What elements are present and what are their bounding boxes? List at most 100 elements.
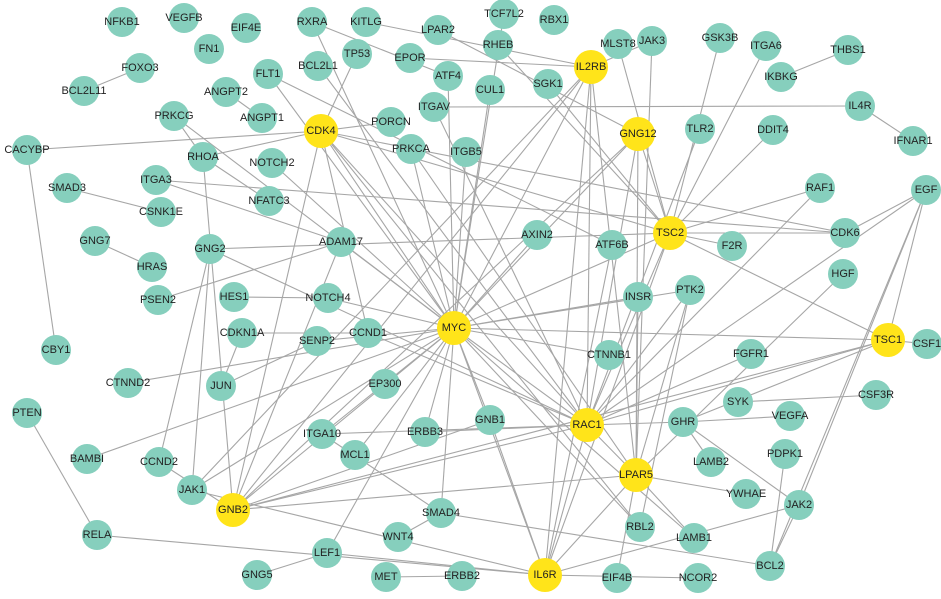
node-rxra[interactable]: RXRA: [297, 7, 328, 37]
node-atf4[interactable]: ATF4: [433, 61, 463, 91]
node-flt1[interactable]: FLT1: [253, 59, 283, 89]
node-insr[interactable]: INSR: [623, 282, 653, 312]
node-ep300[interactable]: EP300: [368, 369, 402, 399]
node-rheb[interactable]: RHEB: [483, 30, 514, 60]
node-ccnd1[interactable]: CCND1: [349, 318, 387, 348]
node-cdkn1a[interactable]: CDKN1A: [220, 318, 265, 348]
node-cdk6[interactable]: CDK6: [830, 218, 860, 248]
node-f2r[interactable]: F2R: [717, 231, 747, 261]
node-angpt2[interactable]: ANGPT2: [204, 77, 248, 107]
node-rhoa[interactable]: RHOA: [187, 142, 220, 172]
node-itga6[interactable]: ITGA6: [750, 31, 782, 61]
node-il4r[interactable]: IL4R: [845, 91, 875, 121]
node-lamb1[interactable]: LAMB1: [676, 523, 712, 553]
node-notch2[interactable]: NOTCH2: [249, 148, 295, 178]
node-gnb1[interactable]: GNB1: [475, 405, 505, 435]
node-il6r[interactable]: IL6R: [528, 558, 562, 592]
node-gng12[interactable]: GNG12: [619, 117, 657, 151]
node-itga10[interactable]: ITGA10: [303, 419, 341, 449]
node-fn1[interactable]: FN1: [194, 34, 224, 64]
node-porcn[interactable]: PORCN: [371, 107, 411, 137]
node-itga3[interactable]: ITGA3: [140, 165, 172, 195]
node-csf1[interactable]: CSF1: [912, 329, 941, 359]
node-vegfa[interactable]: VEGFA: [772, 401, 809, 431]
node-sgk1[interactable]: SGK1: [533, 69, 563, 99]
node-tsc1[interactable]: TSC1: [871, 323, 905, 357]
node-ptk2[interactable]: PTK2: [675, 275, 705, 305]
node-ghr[interactable]: GHR: [668, 407, 698, 437]
node-hgf[interactable]: HGF: [828, 259, 858, 289]
node-raf1[interactable]: RAF1: [805, 173, 835, 203]
node-tlr2[interactable]: TLR2: [685, 114, 715, 144]
node-rbl2[interactable]: RBL2: [625, 512, 655, 542]
node-prkcg[interactable]: PRKCG: [154, 101, 194, 131]
node-tp53[interactable]: TP53: [342, 39, 372, 69]
node-eif4b[interactable]: EIF4B: [602, 563, 633, 593]
node-rac1[interactable]: RAC1: [570, 408, 604, 442]
node-foxo3[interactable]: FOXO3: [121, 53, 159, 83]
node-ifnar1[interactable]: IFNAR1: [893, 126, 933, 156]
node-egf[interactable]: EGF: [911, 175, 941, 205]
node-mcl1[interactable]: MCL1: [340, 440, 370, 470]
node-gnb2[interactable]: GNB2: [216, 493, 250, 527]
node-pten[interactable]: PTEN: [12, 398, 42, 428]
node-tsc2[interactable]: TSC2: [653, 216, 687, 250]
node-adam17[interactable]: ADAM17: [319, 227, 363, 257]
node-itgav[interactable]: ITGAV: [418, 92, 451, 122]
node-syk[interactable]: SYK: [723, 387, 753, 417]
node-pdpk1[interactable]: PDPK1: [767, 439, 803, 469]
node-hes1[interactable]: HES1: [219, 282, 249, 312]
node-smad4[interactable]: SMAD4: [422, 498, 460, 528]
node-lpar5[interactable]: LPAR5: [619, 458, 653, 492]
node-jak3[interactable]: JAK3: [637, 26, 667, 56]
node-cdk4[interactable]: CDK4: [304, 114, 338, 148]
node-itgb5[interactable]: ITGB5: [450, 137, 482, 167]
node-axin2[interactable]: AXIN2: [521, 220, 553, 250]
node-mlst8[interactable]: MLST8: [600, 29, 636, 59]
node-nfkb1[interactable]: NFKB1: [104, 7, 140, 37]
node-gsk3b[interactable]: GSK3B: [702, 23, 739, 53]
node-erbb3[interactable]: ERBB3: [407, 417, 443, 447]
node-ctnnb1[interactable]: CTNNB1: [587, 340, 631, 370]
node-vegfb[interactable]: VEGFB: [165, 3, 203, 33]
node-il2rb[interactable]: IL2RB: [574, 50, 608, 84]
node-lef1[interactable]: LEF1: [312, 538, 342, 568]
node-thbs1[interactable]: THBS1: [830, 35, 866, 65]
node-ikbkg[interactable]: IKBKG: [764, 62, 798, 92]
node-smad3[interactable]: SMAD3: [48, 173, 86, 203]
node-gng2[interactable]: GNG2: [194, 234, 226, 264]
node-bcl2l1[interactable]: BCL2L1: [298, 51, 338, 81]
node-hras[interactable]: HRAS: [137, 252, 168, 282]
node-cul1[interactable]: CUL1: [475, 75, 505, 105]
node-gng7[interactable]: GNG7: [79, 226, 111, 256]
node-jak1[interactable]: JAK1: [177, 475, 207, 505]
node-ddit4[interactable]: DDIT4: [757, 115, 789, 145]
node-rbx1[interactable]: RBX1: [539, 5, 569, 35]
node-lpar2[interactable]: LPAR2: [421, 15, 455, 45]
node-eif4e[interactable]: EIF4E: [231, 13, 262, 43]
node-tcf7l2[interactable]: TCF7L2: [484, 0, 524, 29]
node-epor[interactable]: EPOR: [394, 43, 426, 73]
node-atf6b[interactable]: ATF6B: [595, 230, 629, 260]
node-myc[interactable]: MYC: [437, 311, 471, 345]
node-kitlg[interactable]: KITLG: [350, 7, 382, 37]
node-bambi[interactable]: BAMBI: [70, 444, 104, 474]
node-ctnnd2[interactable]: CTNND2: [106, 368, 151, 398]
node-met[interactable]: MET: [371, 562, 401, 592]
node-wnt4[interactable]: WNT4: [382, 522, 414, 552]
node-notch4[interactable]: NOTCH4: [305, 283, 351, 313]
node-senp2[interactable]: SENP2: [299, 326, 335, 356]
node-cacybp[interactable]: CACYBP: [4, 135, 50, 165]
node-jak2[interactable]: JAK2: [784, 490, 814, 520]
node-angpt1[interactable]: ANGPT1: [240, 103, 284, 133]
node-rela[interactable]: RELA: [82, 520, 112, 550]
node-prkca[interactable]: PRKCA: [392, 134, 431, 164]
node-jun[interactable]: JUN: [206, 371, 236, 401]
node-csnk1e[interactable]: CSNK1E: [139, 197, 183, 227]
node-ywhae[interactable]: YWHAE: [726, 479, 766, 509]
node-csf3r[interactable]: CSF3R: [858, 380, 894, 410]
node-gng5[interactable]: GNG5: [241, 560, 273, 590]
node-cby1[interactable]: CBY1: [41, 335, 71, 365]
node-ccnd2[interactable]: CCND2: [140, 447, 178, 477]
node-lamb2[interactable]: LAMB2: [693, 447, 729, 477]
